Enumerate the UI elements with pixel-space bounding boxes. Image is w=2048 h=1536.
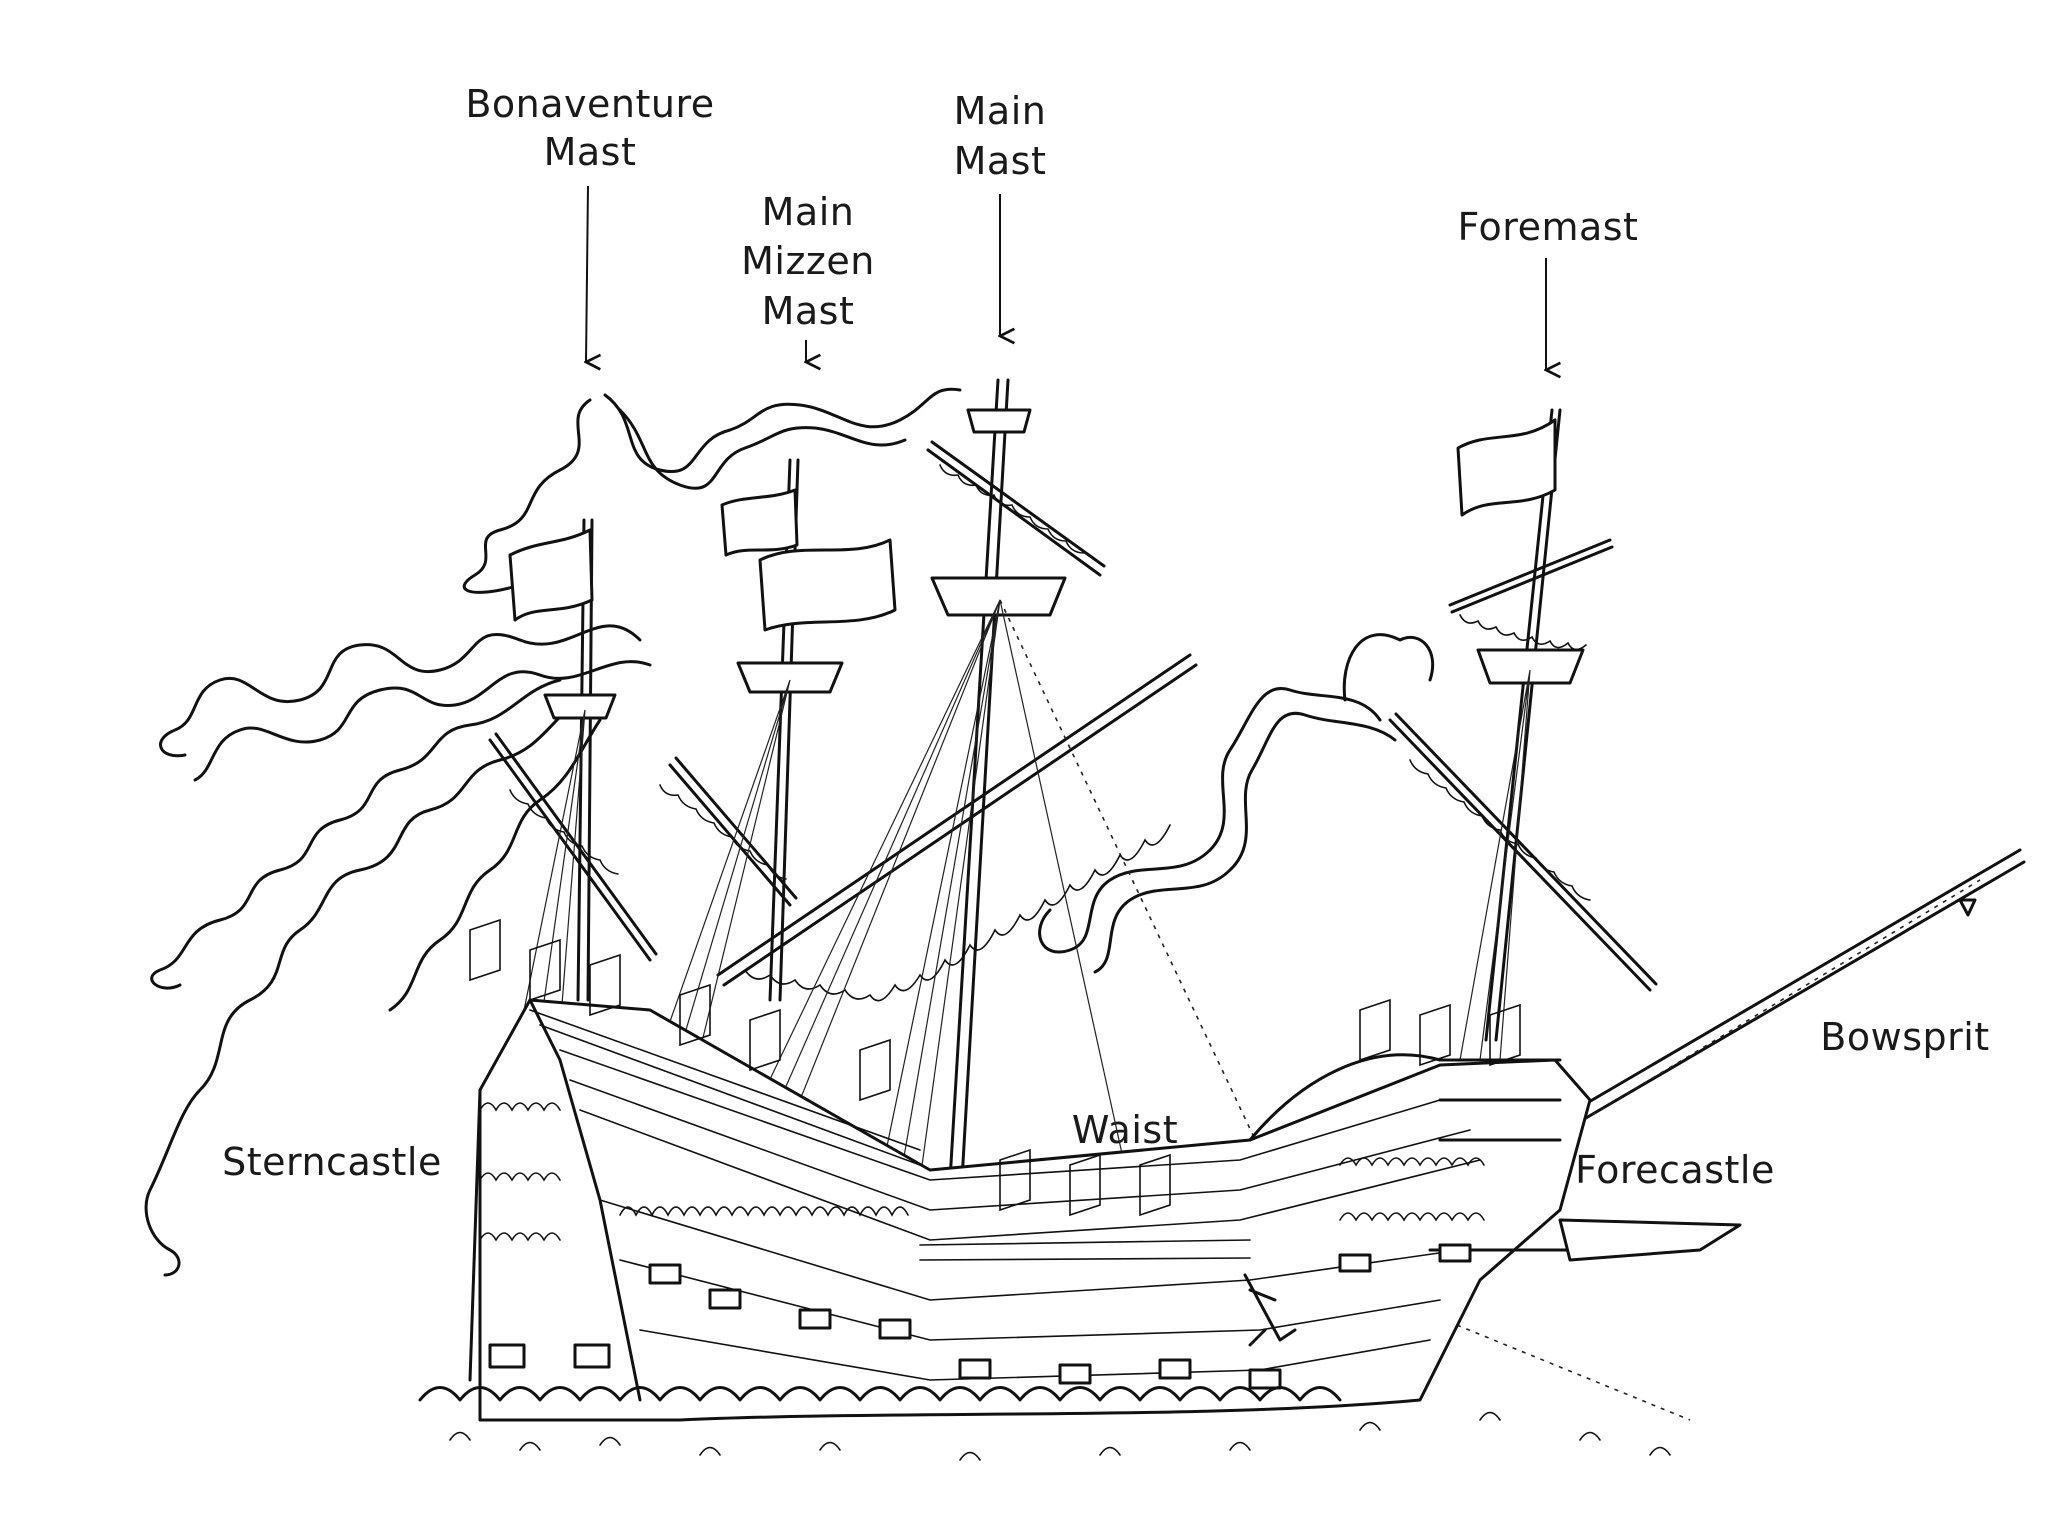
hull-strakes (559, 1049, 1481, 1381)
streamer-left-wavy-2 (144, 698, 582, 1277)
label-forecastle-line1: Forecastle (1575, 1148, 1775, 1192)
label-main-mizzen-mast-line1: Main (762, 190, 855, 234)
waist-arches (619, 1206, 909, 1217)
yard-fore-lower-scallop (1409, 759, 1591, 901)
label-main-mizzen-mast-line3: Mast (762, 289, 855, 333)
gun (488, 1343, 526, 1369)
top-fore (1476, 648, 1585, 685)
top-main (930, 576, 1067, 617)
gun (1158, 1358, 1192, 1380)
yard-fore-upper (1448, 538, 1614, 614)
flag-bonaventure (508, 528, 594, 622)
flags (508, 418, 1977, 917)
gun (708, 1288, 742, 1310)
flag-fore (1456, 418, 1557, 517)
label-bonaventure-mast: Bonaventure Mast (465, 82, 714, 174)
waves (418, 1386, 1671, 1461)
streamer-left-long (159, 624, 652, 782)
flag-mizzen (720, 488, 799, 557)
gun (573, 1343, 611, 1369)
sterncastle-block (468, 998, 642, 1402)
anchor-icon (1243, 1273, 1297, 1347)
label-main-mast-line2: Mast (954, 139, 1047, 183)
yard-mizzen-scallop (659, 784, 787, 880)
yard-main-upper-scallop (939, 464, 1085, 554)
streamers (144, 387, 1435, 1277)
beakhead (1558, 1218, 1742, 1262)
label-bowsprit-line1: Bowsprit (1820, 1015, 1989, 1059)
label-sterncastle: Sterncastle (222, 1140, 442, 1184)
pointer-arrows (586, 185, 1546, 370)
label-foremast-line1: Foremast (1458, 205, 1639, 249)
yard-fore-lower (1388, 712, 1658, 992)
foremast (1484, 408, 1562, 1042)
rail-pennants (469, 918, 1521, 1217)
guns (488, 1243, 1472, 1390)
gun (1438, 1243, 1472, 1263)
yard-bonaventure-scallop (509, 789, 619, 875)
gun (648, 1263, 682, 1285)
streamer-left-wavy-3 (388, 718, 602, 1012)
label-forecastle: Forecastle (1575, 1148, 1775, 1192)
gun (798, 1308, 832, 1330)
bowsprit (1556, 848, 2026, 1134)
top-main-mizzen (736, 661, 844, 694)
label-main-mast-line1: Main (954, 89, 1047, 133)
forecastle-block (1248, 1053, 1572, 1252)
label-waist-line1: Waist (1072, 1108, 1178, 1152)
main-mast (948, 378, 1010, 1182)
streamer-foremast (1342, 633, 1435, 702)
label-bowsprit: Bowsprit (1820, 1015, 1989, 1059)
yard-main-lower-scallop (744, 824, 1171, 1002)
label-waist: Waist (1072, 1108, 1178, 1152)
label-foremast: Foremast (1458, 205, 1639, 249)
top-bonaventure (543, 693, 617, 720)
streamer-upper (462, 387, 962, 594)
label-bonaventure-mast-line2: Mast (544, 130, 637, 174)
gun (878, 1318, 912, 1340)
label-main-mizzen-mast: Main Mizzen Mast (741, 190, 875, 333)
waist-netting (529, 1009, 1251, 1261)
gun (1248, 1368, 1282, 1390)
label-main-mizzen-mast-line2: Mizzen (741, 239, 875, 283)
gun (1338, 1253, 1372, 1273)
gun (1058, 1363, 1092, 1385)
sterncastle-arches (479, 1102, 561, 1242)
yard-main-lower (716, 653, 1198, 987)
streamer-front (1038, 686, 1382, 954)
streamer-front-edge (1093, 711, 1397, 974)
streamer-upper-edge (618, 408, 907, 490)
yard-main-upper (926, 440, 1106, 577)
hull (468, 918, 1742, 1422)
streamer-left-wavy-1 (150, 678, 562, 990)
label-sterncastle-line1: Sterncastle (222, 1140, 442, 1184)
label-bonaventure-mast-line1: Bonaventure (465, 82, 714, 126)
top-main-upper (966, 408, 1032, 434)
label-main-mast: Main Mast (954, 89, 1047, 183)
rigging (519, 599, 1981, 1421)
fighting-tops (543, 408, 1585, 720)
flag-bowsprit (1958, 898, 1977, 917)
gun (958, 1358, 992, 1380)
wave-line-2 (449, 1411, 1671, 1461)
yard-fore-upper-scallop (1459, 614, 1587, 651)
forecastle-arches (1339, 1157, 1485, 1222)
yards (488, 440, 1658, 1002)
arrow-bonaventure-mast (586, 185, 588, 362)
wave-line-1 (418, 1386, 1342, 1402)
flag-main (758, 538, 897, 632)
